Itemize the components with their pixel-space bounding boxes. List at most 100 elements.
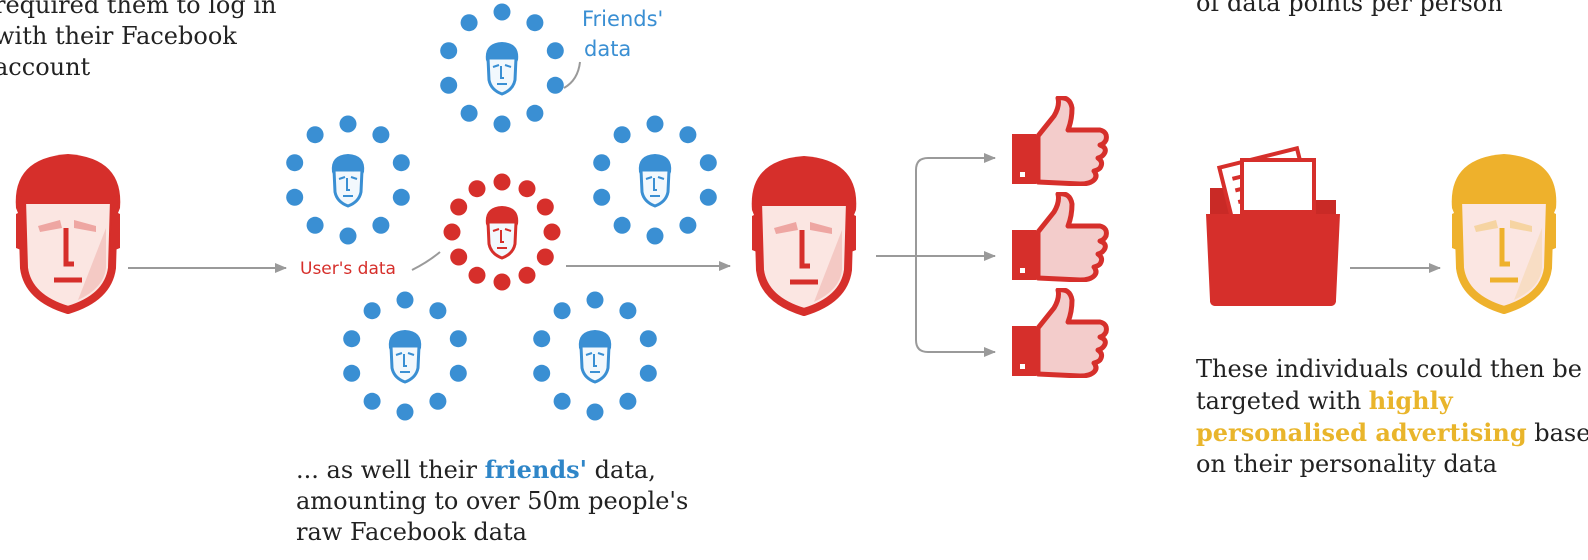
top-left-caption-line3: account	[0, 53, 91, 81]
data-dot	[440, 76, 458, 94]
top-left-caption-line2: with their Facebook	[0, 22, 237, 50]
data-dot	[593, 154, 611, 172]
data-dot	[679, 216, 697, 234]
data-dot	[363, 302, 381, 320]
friends-data-label-line1: Friends'	[582, 7, 663, 31]
data-dot	[586, 291, 604, 309]
user-face-icon	[16, 154, 121, 310]
data-dot	[646, 227, 664, 245]
target-face-icon	[1452, 154, 1557, 310]
middle-caption: ... as well their friends' data, amounti…	[296, 454, 688, 548]
right-caption-line4: on their personality data	[1196, 450, 1497, 478]
data-dot	[553, 302, 571, 320]
data-dot	[543, 223, 561, 241]
data-dot	[450, 248, 468, 266]
data-dot	[526, 14, 544, 32]
right-caption-line1: These individuals could then be	[1196, 355, 1582, 383]
users-data-label: User's data	[300, 259, 396, 279]
data-dot	[526, 104, 544, 122]
data-dot	[468, 266, 486, 284]
data-dot	[440, 42, 458, 60]
data-dot	[699, 154, 717, 172]
data-dot	[339, 115, 357, 133]
data-dot	[493, 173, 511, 191]
data-dot	[343, 330, 361, 348]
middle-caption-line2: amounting to over 50m people's	[296, 487, 689, 515]
data-dot	[533, 330, 551, 348]
data-dot	[546, 76, 564, 94]
data-dot	[372, 216, 390, 234]
data-dot	[449, 364, 467, 382]
middle-caption-line3: raw Facebook data	[296, 518, 527, 546]
data-dot	[613, 216, 631, 234]
data-dot	[396, 403, 414, 421]
data-dot	[679, 126, 697, 144]
top-left-caption-line1: required them to log in	[0, 0, 277, 19]
data-dot	[586, 403, 604, 421]
users-data-leader	[411, 251, 441, 271]
data-dot	[372, 126, 390, 144]
data-dot	[392, 188, 410, 206]
data-clusters	[286, 3, 717, 421]
data-dot	[460, 104, 478, 122]
data-dot	[593, 188, 611, 206]
branch-top	[915, 153, 996, 256]
like-thumbs-up-icon-1	[1012, 98, 1106, 184]
friend-face-icon-right	[637, 152, 673, 208]
right-caption-line2: targeted with highly	[1196, 386, 1453, 415]
friend-face-icon-bottom-left	[387, 328, 423, 384]
data-dot	[493, 115, 511, 133]
data-dot	[468, 180, 486, 198]
folder-icon	[1206, 145, 1340, 306]
data-dot	[613, 126, 631, 144]
data-dot	[533, 364, 551, 382]
data-dot	[306, 126, 324, 144]
data-dot	[429, 392, 447, 410]
user-small-face-icon	[484, 204, 520, 260]
right-caption: These individuals could then be targeted…	[1196, 354, 1588, 480]
top-right-caption: of data points per person	[1196, 0, 1503, 19]
data-dot	[306, 216, 324, 234]
friend-face-icon-top	[484, 40, 520, 96]
friend-face-icon-left	[330, 152, 366, 208]
data-dot	[546, 42, 564, 60]
like-thumbs-up-icon-2	[1012, 194, 1106, 280]
top-right-caption-line1: of data points per person	[1196, 0, 1503, 17]
data-dot	[639, 364, 657, 382]
friends-data-label-line2: data	[584, 37, 631, 61]
middle-caption-line1: ... as well their friends' data,	[296, 455, 656, 484]
data-dot	[449, 330, 467, 348]
friends-highlight: friends'	[484, 455, 588, 484]
data-dot	[699, 188, 717, 206]
friend-face-icon-bottom-right	[577, 328, 613, 384]
data-dot	[553, 392, 571, 410]
data-dot	[343, 364, 361, 382]
data-dot	[460, 14, 478, 32]
data-dot	[396, 291, 414, 309]
data-dot	[450, 198, 468, 216]
data-dot	[518, 266, 536, 284]
data-dot	[493, 3, 511, 21]
right-caption-line3: personalised advertising based	[1196, 418, 1588, 447]
data-dot	[339, 227, 357, 245]
personalised-advertising-highlight: personalised advertising	[1196, 418, 1527, 447]
data-dot	[619, 392, 637, 410]
data-dot	[639, 330, 657, 348]
data-dot	[429, 302, 447, 320]
data-dot	[646, 115, 664, 133]
highly-highlight: highly	[1368, 386, 1453, 415]
data-dot	[363, 392, 381, 410]
data-dot	[536, 198, 554, 216]
data-dot	[493, 273, 511, 291]
profile-face-icon	[752, 156, 857, 312]
like-thumbs-up-icon-3	[1012, 290, 1106, 376]
top-left-caption: required them to log in with their Faceb…	[0, 0, 277, 83]
branch-bottom	[915, 256, 996, 357]
data-dot	[536, 248, 554, 266]
data-dot	[518, 180, 536, 198]
friends-data-leader	[563, 61, 581, 89]
data-dot	[392, 154, 410, 172]
data-dot	[286, 188, 304, 206]
data-dot	[286, 154, 304, 172]
